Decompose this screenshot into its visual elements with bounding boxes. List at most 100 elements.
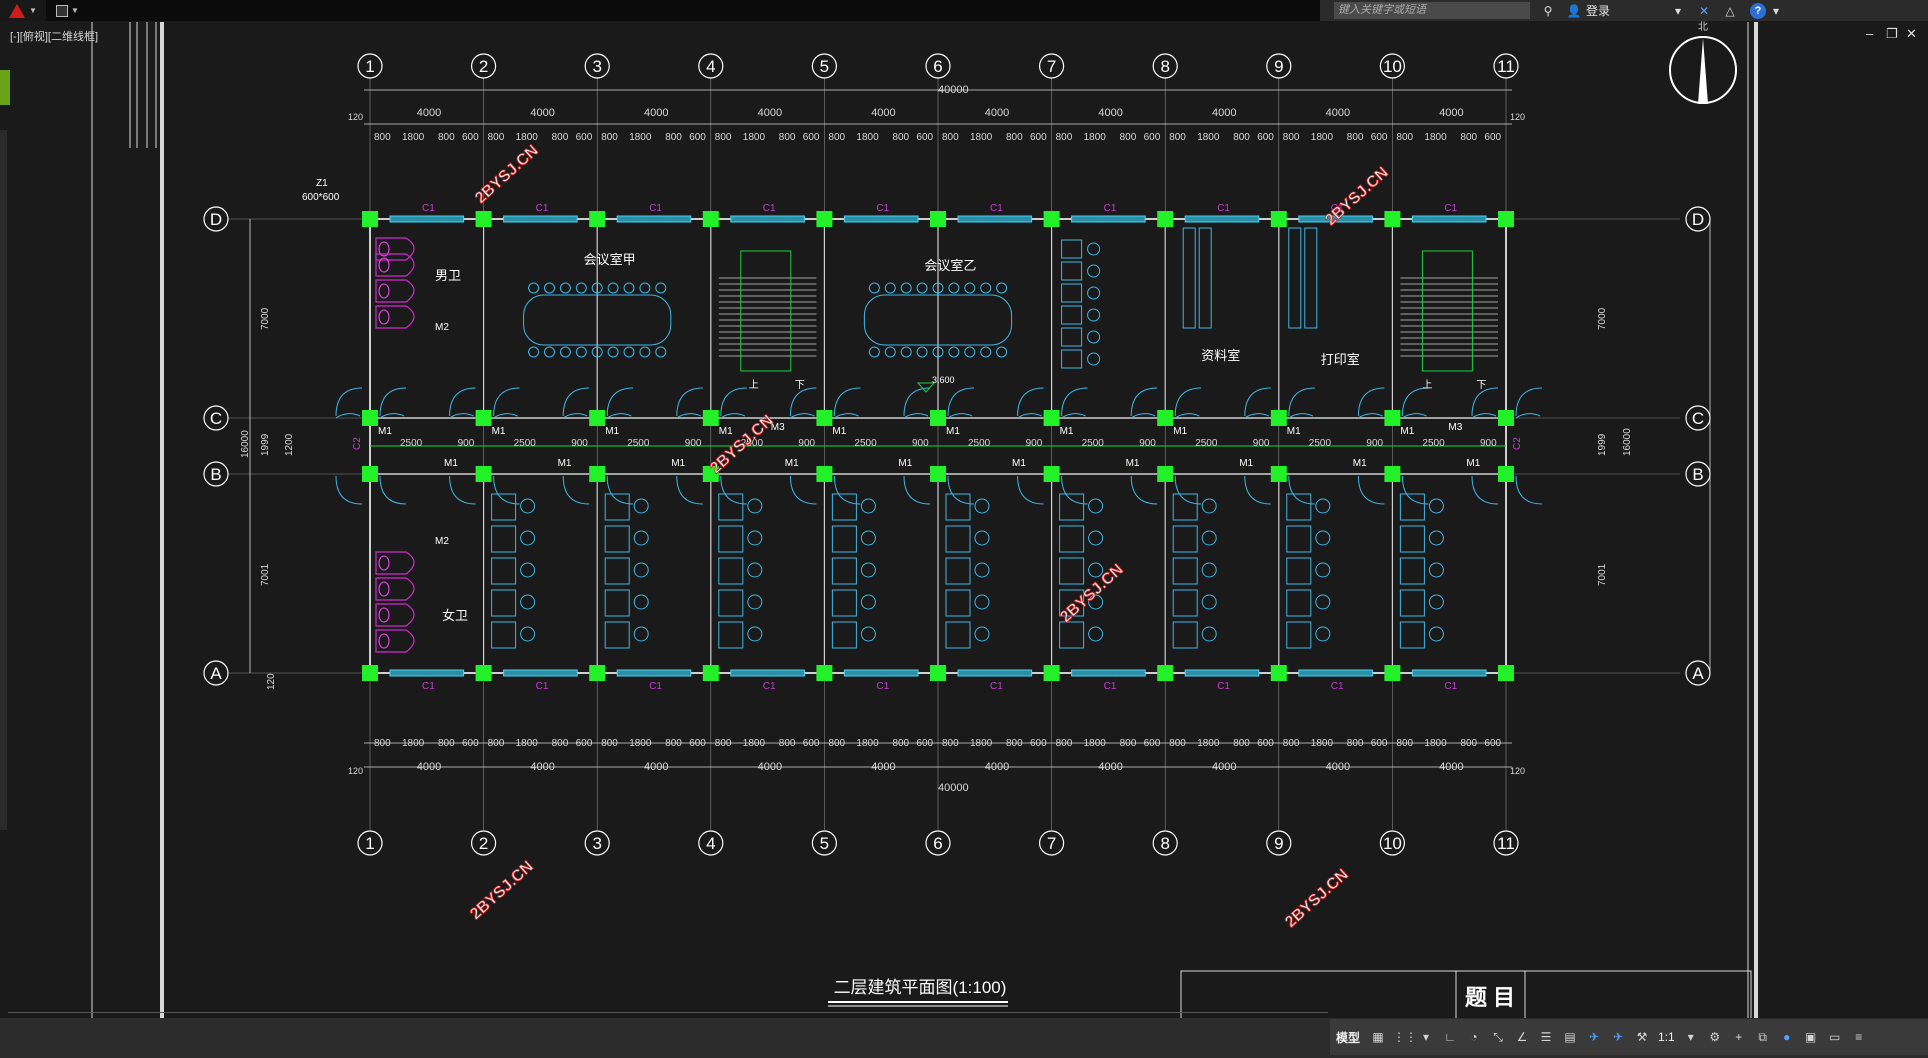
sub-dimension: 600	[689, 738, 706, 749]
room-label: 男卫	[435, 268, 461, 283]
axis-bubble	[471, 830, 497, 856]
hardware-icon[interactable]: ▣	[1805, 1030, 1817, 1044]
window-tag: C1	[1331, 203, 1344, 214]
door-swing	[1401, 387, 1429, 417]
drawing-canvas[interactable]: 题 目 北 4000040000400040008008001800180080…	[0, 0, 1928, 1018]
workstation-desk	[945, 525, 971, 553]
snap-icon[interactable]: ⋮⋮	[1393, 1030, 1418, 1044]
office-chair	[974, 626, 990, 642]
door-swing	[1288, 387, 1315, 417]
plus-icon[interactable]: +	[1735, 1030, 1743, 1044]
minimize-icon[interactable]: –	[1866, 26, 1874, 41]
customize-menu-icon[interactable]: ≡	[1855, 1030, 1863, 1044]
chair	[575, 346, 587, 358]
door-swing	[379, 475, 407, 505]
ortho-icon[interactable]: ∟	[1444, 1030, 1456, 1044]
door-swing	[493, 413, 518, 419]
office-chair	[974, 594, 990, 610]
axis-label: 4	[706, 57, 715, 76]
door-swing	[449, 413, 474, 419]
workstation-desk	[1061, 305, 1083, 325]
sub-dimension: 800	[1460, 132, 1477, 143]
window	[730, 669, 805, 677]
bay-dimension: 4000	[871, 761, 895, 773]
search-input[interactable]: 键入关键字或短语	[1334, 2, 1530, 19]
door-tag: M1	[946, 426, 960, 437]
vertical-dimension: 7000	[1597, 307, 1608, 330]
workstation-desk	[1059, 493, 1085, 521]
structural-column	[930, 466, 946, 482]
angle-icon[interactable]: ∠	[1516, 1030, 1528, 1044]
a360-icon[interactable]: △	[1725, 3, 1735, 18]
annotation-visibility-icon[interactable]: ✈	[1588, 1030, 1600, 1044]
archive-shelf	[1288, 227, 1302, 329]
annotation-scale-icon[interactable]: ⚒	[1636, 1030, 1648, 1044]
quick-access-save-button[interactable]: ▼	[56, 2, 90, 19]
bay-dimension: 4000	[985, 107, 1009, 119]
close-icon[interactable]: ✕	[1906, 26, 1917, 41]
office-chair	[1315, 562, 1331, 578]
door-tag: M1	[492, 426, 506, 437]
chevron-down-icon[interactable]: ▾	[1675, 3, 1682, 18]
sub-dimension: 800	[828, 738, 845, 749]
structural-column	[930, 665, 946, 681]
chevron-down-icon[interactable]: ▾	[1773, 3, 1780, 18]
fullscreen-icon[interactable]: ▭	[1829, 1030, 1841, 1044]
help-icon[interactable]: ?	[1750, 2, 1767, 19]
door-swing	[449, 475, 476, 505]
office-chair	[860, 498, 876, 514]
autoscale-icon[interactable]: ✈	[1612, 1030, 1624, 1044]
toilet-cubicle	[375, 237, 415, 261]
conference-table	[523, 294, 672, 346]
chair	[868, 346, 880, 358]
viewport-controls[interactable]: [-][俯视][二维线框]	[10, 31, 98, 43]
binoculars-icon[interactable]: ⚲	[1543, 3, 1553, 18]
workstation-desk	[1059, 589, 1085, 617]
toilet-cubicle	[375, 551, 415, 575]
sub-dimension: 1800	[970, 132, 993, 143]
structural-column	[702, 410, 719, 426]
chevron-down-icon[interactable]: ▾	[1687, 1030, 1694, 1044]
grid-icon[interactable]: ▦	[1372, 1030, 1384, 1044]
sub-dimension: 1800	[402, 132, 425, 143]
user-icon[interactable]: 👤	[1566, 3, 1582, 18]
workstation-desk	[831, 525, 857, 553]
axis-bubble	[1266, 830, 1292, 856]
total-dimension: 40000	[938, 782, 969, 794]
axis-label: 2	[479, 57, 488, 76]
office-chair	[1088, 498, 1104, 514]
sub-dimension: 800	[715, 738, 732, 749]
workspace-icon[interactable]: ⧉	[1758, 1030, 1767, 1044]
chair	[884, 282, 896, 294]
polar-icon[interactable]: ◔	[1470, 1030, 1478, 1044]
watermark-text: 2BYSJ.CN	[1057, 561, 1127, 626]
axis-bubble	[925, 830, 951, 856]
annotation-scale-value[interactable]: 1:1	[1658, 1030, 1675, 1044]
structural-column	[930, 211, 946, 227]
scrollbar-track[interactable]	[0, 130, 7, 830]
door-tag: M1	[444, 458, 458, 469]
chair	[639, 282, 651, 294]
lineweight-icon[interactable]: ☰	[1540, 1030, 1552, 1044]
sub-dimension: 1800	[1424, 738, 1447, 749]
transparency-icon[interactable]: ▤	[1564, 1030, 1576, 1044]
isolate-icon[interactable]: ●	[1783, 1030, 1791, 1044]
vertical-dimension: 16000	[1622, 428, 1633, 456]
model-tab-button[interactable]: 模型	[1336, 1030, 1361, 1045]
chevron-down-icon[interactable]: ▾	[1423, 1030, 1430, 1044]
axis-label: 6	[933, 834, 942, 853]
status-bar: 模型 ▦ ⋮⋮ ▾ ∟ ◔ ⤡ ∠ ☰ ▤ ✈ ✈ ⚒ 1:1 ▾ ⚙ + ⧉ …	[0, 1018, 1928, 1058]
login-button[interactable]: 登录	[1586, 4, 1611, 18]
axis-label: C	[1692, 409, 1704, 428]
edge-dimension: 120	[348, 766, 363, 776]
room-label: 女卫	[442, 608, 468, 623]
osnap-icon[interactable]: ⤡	[1493, 1030, 1503, 1044]
application-menu-button[interactable]: ▼	[0, 0, 46, 21]
gear-icon[interactable]: ⚙	[1709, 1030, 1721, 1044]
window-tag: C1	[1444, 681, 1457, 692]
room-label: 会议室乙	[924, 258, 976, 273]
door-swing	[1357, 475, 1385, 505]
exchange-icon[interactable]: ✕	[1698, 3, 1710, 18]
restore-icon[interactable]: ❐	[1886, 26, 1898, 41]
door-swing	[903, 413, 929, 419]
